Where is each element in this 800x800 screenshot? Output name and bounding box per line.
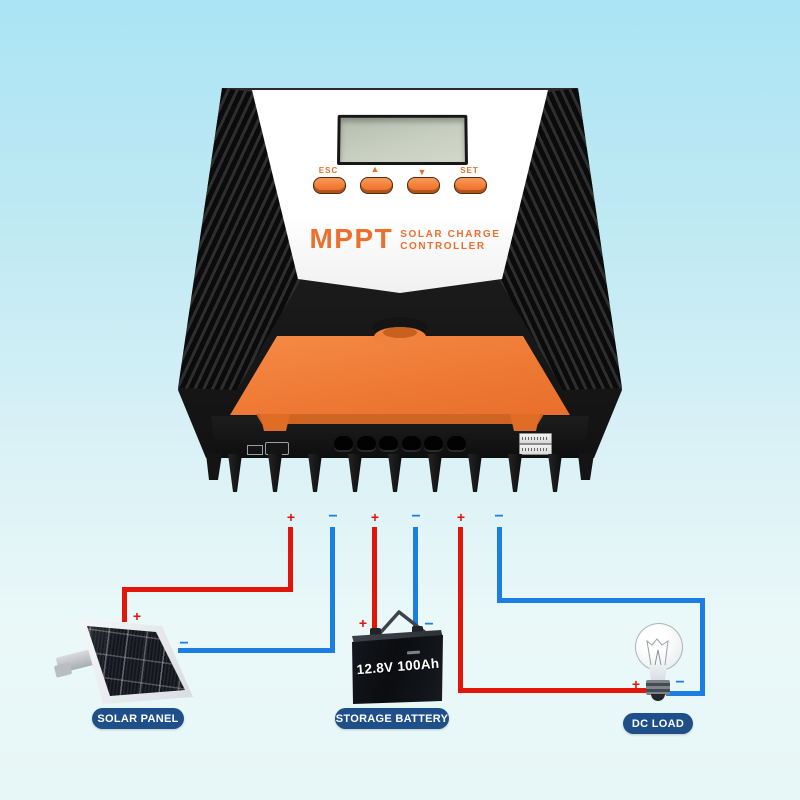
spec-sticker bbox=[519, 433, 552, 444]
wire-pv-negative bbox=[178, 648, 335, 653]
usb-port bbox=[247, 441, 289, 455]
heatsink-corner bbox=[578, 454, 594, 480]
set-button-label: SET bbox=[460, 166, 479, 175]
panel-minus-label: − bbox=[179, 635, 189, 652]
esc-button bbox=[313, 177, 346, 194]
terminal-slot bbox=[379, 436, 398, 452]
battery-positive-terminal bbox=[370, 628, 381, 637]
terminal-minus-label: − bbox=[328, 508, 338, 525]
heatsink-fin bbox=[468, 454, 482, 492]
panel-plus-label: + bbox=[132, 608, 142, 624]
wire-pv-positive bbox=[122, 587, 127, 622]
wire-battery-negative bbox=[413, 527, 418, 631]
cover-tab-right bbox=[510, 414, 540, 431]
heatsink-fin bbox=[308, 454, 322, 492]
wire-load-negative bbox=[497, 598, 705, 603]
down-button bbox=[407, 177, 440, 194]
down-arrow-icon: ▼ bbox=[417, 167, 428, 177]
wire-battery-positive bbox=[372, 527, 377, 634]
terminal-minus-label: − bbox=[411, 508, 421, 525]
up-arrow-icon: ▲ bbox=[370, 164, 381, 174]
subtitle-line2: CONTROLLER bbox=[400, 240, 486, 252]
wire-load-negative bbox=[666, 691, 705, 696]
bulb-filament bbox=[646, 638, 669, 666]
cover-tab-left bbox=[260, 414, 290, 431]
wire-load-positive bbox=[458, 688, 649, 693]
wire-load-positive bbox=[458, 527, 463, 693]
battery-minus-label: − bbox=[424, 616, 434, 633]
heatsink-fin bbox=[228, 454, 242, 492]
cover-lip bbox=[256, 414, 544, 424]
port-large bbox=[265, 442, 289, 455]
heatsink-fin bbox=[348, 454, 362, 492]
terminal-slot bbox=[447, 436, 466, 452]
bulb-contact-tip bbox=[651, 694, 665, 701]
wire-load-negative bbox=[497, 527, 502, 603]
panel-stand-foot bbox=[53, 662, 73, 678]
wire-pv-negative bbox=[330, 527, 335, 653]
brand-subtitle: SOLAR CHARGE CONTROLLER bbox=[400, 229, 500, 252]
heatsink-fin bbox=[548, 454, 562, 492]
cover-notch-dip bbox=[383, 327, 417, 338]
wire-pv-positive bbox=[288, 527, 293, 592]
terminal-slot bbox=[357, 436, 376, 452]
spec-sticker bbox=[519, 444, 552, 455]
terminal-plus-label: + bbox=[456, 509, 466, 525]
terminal-cover bbox=[230, 336, 570, 415]
subtitle-line1: SOLAR CHARGE bbox=[400, 229, 501, 240]
light-bulb bbox=[628, 618, 692, 702]
brand-block: MPPT SOLAR CHARGE CONTROLLER bbox=[300, 223, 510, 254]
set-button bbox=[454, 177, 487, 194]
heatsink-corner bbox=[206, 454, 222, 480]
esc-button-label: ESC bbox=[318, 166, 339, 175]
load-minus-label: − bbox=[675, 674, 685, 691]
up-button bbox=[360, 177, 393, 194]
lcd-screen bbox=[337, 114, 468, 165]
terminal-slot bbox=[334, 436, 353, 452]
bulb-screw-base bbox=[646, 680, 670, 695]
solar-panel bbox=[53, 598, 215, 718]
terminal-slot bbox=[424, 436, 443, 452]
terminal-slot bbox=[402, 436, 421, 452]
heatsink-fin bbox=[268, 454, 282, 492]
battery-negative-terminal bbox=[412, 626, 423, 635]
battery-plus-label: + bbox=[358, 615, 368, 631]
badge-dc-load: DC LOAD bbox=[623, 713, 693, 734]
bulb-neck bbox=[649, 665, 667, 681]
brand-text: MPPT bbox=[309, 223, 394, 254]
terminal-plus-label: + bbox=[286, 509, 296, 525]
storage-battery: 12.8V 100Ah bbox=[348, 605, 452, 709]
port-small bbox=[247, 445, 263, 455]
heatsink-fin bbox=[508, 454, 522, 492]
badge-storage-battery: STORAGE BATTERY bbox=[335, 708, 449, 729]
heatsink-fin bbox=[428, 454, 442, 492]
load-plus-label: + bbox=[631, 676, 641, 692]
wire-pv-positive bbox=[122, 587, 293, 592]
heatsink-fin bbox=[388, 454, 402, 492]
battery-front-face bbox=[352, 635, 443, 704]
terminal-minus-label: − bbox=[494, 508, 504, 525]
badge-solar-panel: SOLAR PANEL bbox=[92, 708, 184, 729]
terminal-plus-label: + bbox=[370, 509, 380, 525]
wire-load-negative bbox=[700, 598, 705, 696]
